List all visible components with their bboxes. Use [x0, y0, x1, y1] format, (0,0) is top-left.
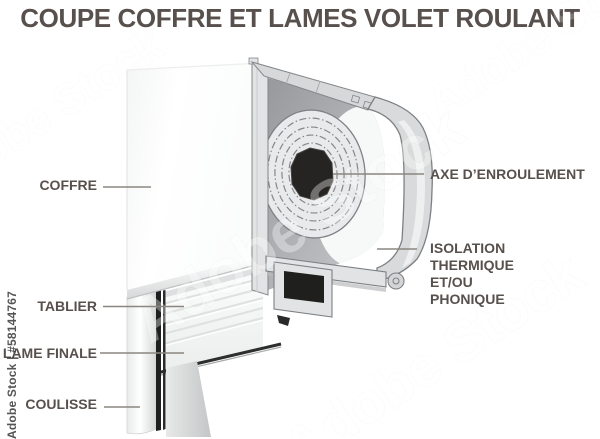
- label-coffre: COFFRE: [39, 177, 97, 193]
- coffre-box: [126, 62, 253, 300]
- axis-octagon: [290, 147, 334, 201]
- pointer-lines: [100, 173, 424, 408]
- page-title: COUPE COFFRE ET LAMES VOLET ROULANT: [20, 3, 580, 33]
- brush-seal-block: [284, 271, 324, 303]
- label-coulisse: COULISSE: [25, 396, 97, 412]
- label-tablier: TABLIER: [37, 298, 97, 314]
- cross-section: [248, 57, 433, 326]
- label-axe-enroulement: AXE D’ENROULEMENT: [430, 166, 585, 182]
- coulisse-rail: [126, 290, 211, 437]
- bottom-profile: [265, 255, 405, 326]
- coffre-bottom-lip: [127, 258, 252, 299]
- stock-id-watermark: Adobe Stock | #58144767: [5, 290, 19, 439]
- label-lame-finale: LAME FINALE: [2, 345, 97, 361]
- label-isolation: ISOLATION THERMIQUE ET/OU PHONIQUE: [430, 240, 514, 307]
